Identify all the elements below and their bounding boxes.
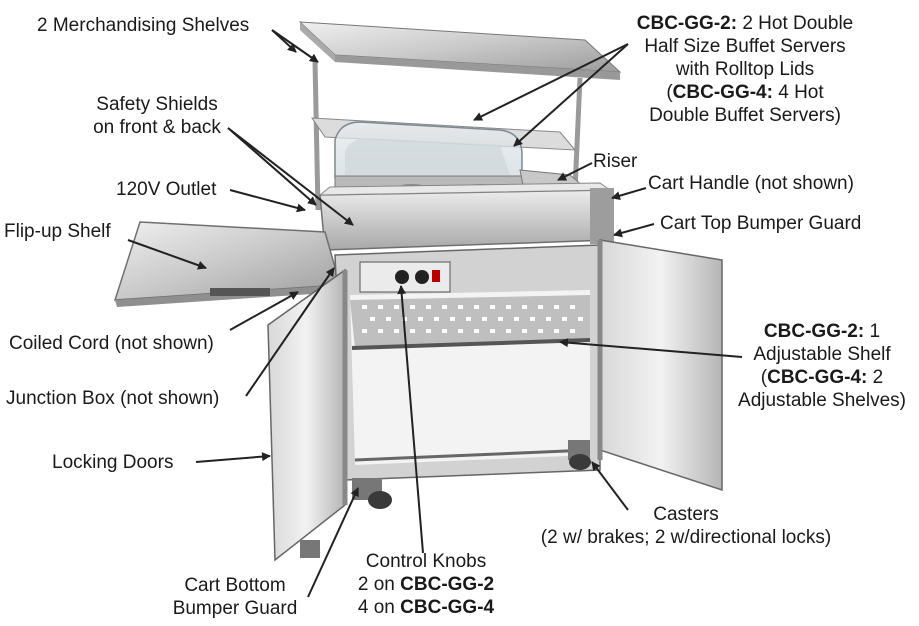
label-adjustable-shelf: CBC-GG-2: 1 Adjustable Shelf (CBC-GG-4: … [726,320,918,412]
perforation [362,305,367,309]
perforation [474,329,479,333]
perforation [418,317,423,321]
perforation [426,329,431,333]
knobs-model-2: CBC-GG-2 [400,574,495,595]
perforation [466,317,471,321]
perforation [498,317,503,321]
perforation [538,305,543,309]
label-top-bumper: Cart Top Bumper Guard [660,213,862,234]
label-junction-box: Junction Box (not shown) [6,388,220,409]
callout-arrows [127,29,743,598]
perforation [554,329,559,333]
label-control-knobs-line2: 2 on CBC-GG-2 [346,573,506,596]
label-bottom-bumper: Cart Bottom Bumper Guard [160,574,310,620]
knobs-count-2: 2 on [357,574,401,595]
label-riser: Riser [593,151,638,172]
label-safety-shields: Safety Shields on front & back [78,93,236,139]
perforation [426,305,431,309]
perforation [482,317,487,321]
perforation [578,317,583,321]
label-buffet-servers-line3: with Rolltop Lids [675,59,815,80]
label-control-knobs-line1: Control Knobs [365,551,487,572]
servers-model-4: CBC-GG-4: [672,82,773,103]
servers-desc-1: 2 Hot Double [737,13,854,34]
perforation [410,329,415,333]
adj-count-2: 2 [867,367,884,388]
perforation [490,329,495,333]
label-buffet-servers-line2: Half Size Buffet Servers [644,36,846,57]
label-buffet-servers-line1: CBC-GG-2: 2 Hot Double [620,12,870,35]
label-coiled-cord: Coiled Cord (not shown) [9,333,214,354]
label-control-knobs: Control Knobs 2 on CBC-GG-2 4 on CBC-GG-… [346,550,506,619]
casters [300,440,591,558]
cabinet [334,244,601,481]
perforation [538,329,543,333]
label-buffet-servers: CBC-GG-2: 2 Hot Double Half Size Buffet … [620,12,870,127]
perforation [570,329,575,333]
servers-desc-4: 4 Hot [772,82,824,103]
perforation [410,305,415,309]
perforation [546,317,551,321]
adj-paren-open: ( [760,367,768,388]
label-casters-line1: Casters [653,504,719,525]
adj-model-4: CBC-GG-4: [767,367,868,388]
label-casters-line2: (2 w/ brakes; 2 w/directional locks) [540,527,832,548]
label-cart-handle: Cart Handle (not shown) [648,173,854,194]
locking-doors [267,239,723,562]
perforation [378,305,383,309]
perforation [458,329,463,333]
label-flip-up-shelf: Flip-up Shelf [4,221,111,242]
knobs-model-4: CBC-GG-4 [400,597,495,618]
label-adjustable-shelf-line4: Adjustable Shelves) [738,390,906,411]
perforation [506,329,511,333]
perforation [386,317,391,321]
perforation [530,317,535,321]
perforation [554,305,559,309]
shelf-perforations [362,305,583,333]
perforation [442,329,447,333]
adj-count-1: 1 [864,321,881,342]
perforation [474,305,479,309]
perforation [370,317,375,321]
label-casters: Casters (2 w/ brakes; 2 w/directional lo… [510,503,862,549]
label-buffet-servers-line4: (CBC-GG-4: 4 Hot [620,81,870,104]
knobs-count-4: 4 on [357,597,401,618]
perforation [522,329,527,333]
label-adjustable-shelf-line3: (CBC-GG-4: 2 [726,366,918,389]
perforation [562,317,567,321]
perforation [434,317,439,321]
perforation [362,329,367,333]
perforation [522,305,527,309]
cart-top [318,182,614,251]
perforation [490,305,495,309]
flip-up-shelf [113,221,342,307]
label-adjustable-shelf-line2: Adjustable Shelf [753,344,891,365]
perforation [394,329,399,333]
label-outlet: 120V Outlet [116,179,217,200]
label-buffet-servers-line5: Double Buffet Servers) [649,105,841,126]
perforation [514,317,519,321]
perforation [570,305,575,309]
servers-paren-open: ( [666,82,673,103]
perforation [394,305,399,309]
perforation [450,317,455,321]
label-merchandising-shelves: 2 Merchandising Shelves [37,15,250,36]
label-bottom-bumper-line2: Bumper Guard [172,598,298,619]
label-adjustable-shelf-line1: CBC-GG-2: 1 [726,320,918,343]
label-locking-doors: Locking Doors [52,452,174,473]
label-safety-shields-line2: on front & back [93,117,221,138]
perforation [458,305,463,309]
label-control-knobs-line3: 4 on CBC-GG-4 [346,596,506,619]
adj-model-2: CBC-GG-2: [763,321,865,342]
perforation [378,329,383,333]
label-safety-shields-line1: Safety Shields [96,94,218,115]
servers-model-2: CBC-GG-2: [636,13,738,34]
label-bottom-bumper-line1: Cart Bottom [184,575,286,596]
perforation [506,305,511,309]
perforation [442,305,447,309]
